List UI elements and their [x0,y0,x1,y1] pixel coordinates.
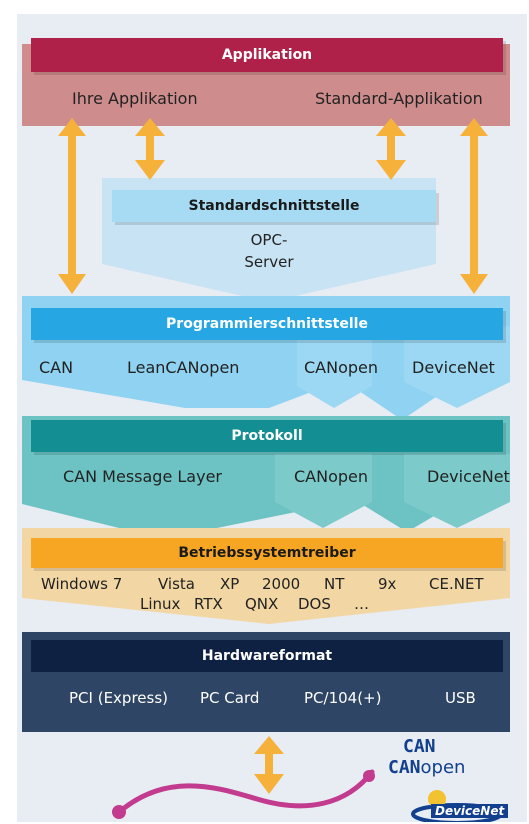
protocol-item-devicenet: DeviceNet [427,467,510,486]
hw-item-usb: USB [445,689,476,707]
double-arrow-icon [254,736,284,794]
can-logo: CAN [403,736,436,757]
programming-interface-title: Programmierschnittstelle [166,316,368,332]
os-item-2000: 2000 [262,575,301,593]
architecture-diagram: Applikation Ihre Applikation Standard-Ap… [17,14,527,822]
programming-interface-header: Programmierschnittstelle [31,308,503,340]
prog-item-devicenet: DeviceNet [412,358,495,377]
opc-label: OPC- [250,231,288,249]
can-bus-cable-icon [114,769,375,817]
os-item-linux: Linux [140,595,181,613]
canopen-sun-icon [428,790,446,808]
protocol-title: Protokoll [231,428,303,444]
standard-interface-title: Standardschnittstelle [188,198,360,214]
double-arrow-icon [135,118,165,180]
hardware-header: Hardwareformat [31,640,503,672]
prog-item-can: CAN [39,358,74,377]
devicenet-logo: DeviceNet [431,804,509,818]
protocol-item-can-message-layer: CAN Message Layer [63,467,222,486]
protocol-header: Protokoll [31,420,503,452]
canopen-logo: CANopen [388,757,465,778]
arrows-layer [58,118,503,822]
standard-interface-header: Standardschnittstelle [112,190,436,222]
os-item-nt: NT [324,575,345,593]
double-arrow-icon [460,118,488,294]
hw-item-pc-card: PC Card [200,689,260,707]
os-drivers-header: Betriebssystemtreiber [31,538,503,568]
double-arrow-icon [376,118,406,180]
os-item-windows7: Windows 7 [41,575,123,593]
prog-item-leancanopen: LeanCANopen [127,358,240,377]
os-item-qnx: QNX [245,595,279,613]
server-label: Server [244,253,294,271]
protocol-item-canopen: CANopen [294,467,369,486]
os-item-vista: Vista [158,575,195,593]
hw-item-pci-express: PCI (Express) [69,689,168,707]
os-item-dos: DOS [298,595,331,613]
application-title: Applikation [221,47,313,63]
os-item-ellipsis: … [354,595,369,613]
os-item-xp: XP [220,575,240,593]
hardware-title: Hardwareformat [201,648,333,664]
os-item-rtx: RTX [194,595,223,613]
application-right-label: Standard-Applikation [315,89,483,108]
prog-item-canopen: CANopen [304,358,379,377]
double-arrow-icon [58,118,86,294]
application-header: Applikation [31,38,503,72]
os-drivers-title: Betriebssystemtreiber [178,545,356,561]
os-item-cenet: CE.NET [429,575,484,593]
application-left-label: Ihre Applikation [72,89,198,108]
canopen-logo-open: open [420,757,466,778]
os-item-9x: 9x [378,575,397,593]
canopen-logo-can: CAN [388,757,421,778]
hw-item-pc104: PC/104(+) [304,689,382,707]
